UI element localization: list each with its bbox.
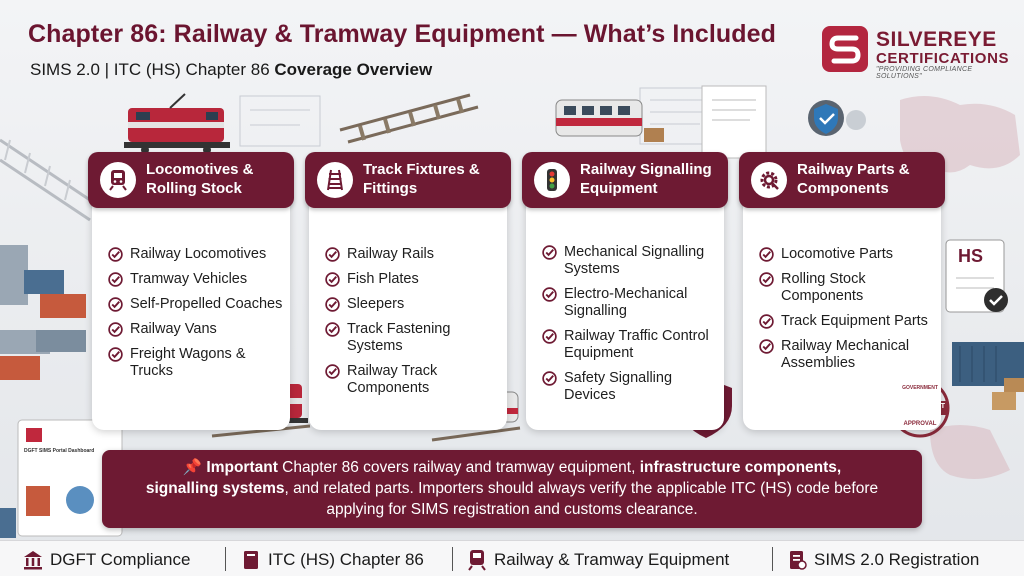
list-item: Mechanical Signalling Systems <box>542 244 718 278</box>
logo-mark-icon <box>822 26 868 72</box>
footer-separator <box>452 547 453 571</box>
check-circle-icon <box>108 297 123 312</box>
train-icon <box>100 162 136 198</box>
list-item: Railway Track Components <box>325 363 501 397</box>
check-circle-icon <box>325 247 340 262</box>
container-right-decoration <box>952 342 1024 410</box>
card-item-list: Mechanical Signalling Systems Electro-Me… <box>542 244 718 412</box>
document-icon <box>790 551 807 570</box>
logo-name: SILVEREYE <box>876 28 997 51</box>
card-track-fixtures: Track Fixtures & Fittings Railway Rails … <box>305 152 511 430</box>
stamp-mid-text: GOVERNMENT <box>894 403 946 410</box>
card-item-list: Locomotive Parts Rolling Stock Component… <box>759 246 935 380</box>
shield-gear-decoration <box>808 100 866 136</box>
card-title: Locomotives & Rolling Stock <box>146 161 254 197</box>
card-header: Locomotives & Rolling Stock <box>88 152 294 208</box>
check-circle-icon <box>108 322 123 337</box>
footer-separator <box>225 547 226 571</box>
track-illustration-top <box>339 93 479 144</box>
coach-illustration-top <box>555 99 664 142</box>
track-icon <box>317 162 353 198</box>
card-item-list: Railway Locomotives Tramway Vehicles Sel… <box>108 246 284 388</box>
certificate-document-decoration <box>701 85 767 159</box>
list-item: Rolling Stock Components <box>759 271 935 305</box>
check-circle-icon <box>325 297 340 312</box>
list-item: Freight Wagons & Trucks <box>108 346 284 380</box>
subtitle-text: SIMS 2.0 | ITC (HS) Chapter 86 <box>30 60 275 79</box>
subtitle-emphasis: Coverage Overview <box>274 60 433 79</box>
check-circle-icon <box>759 339 774 354</box>
list-item: Tramway Vehicles <box>108 271 284 288</box>
list-item: Electro-Mechanical Signalling <box>542 286 718 320</box>
check-circle-icon <box>325 272 340 287</box>
bank-icon <box>24 551 42 570</box>
check-circle-icon <box>108 347 123 362</box>
footer-bar: DGFT Compliance ITC (HS) Chapter 86 Rail… <box>0 540 1024 576</box>
list-item: Railway Rails <box>325 246 501 263</box>
check-circle-icon <box>542 287 557 302</box>
blueprint-decoration <box>239 87 721 147</box>
stamp-top-text: GOVERNMENT <box>902 385 938 391</box>
check-circle-icon <box>542 245 557 260</box>
notice-lead: Important <box>206 459 278 476</box>
page-title: Chapter 86: Railway & Tramway Equipment … <box>28 20 776 48</box>
locomotive-illustration-top <box>124 93 230 154</box>
check-circle-icon <box>759 272 774 287</box>
card-title: Railway Parts & Components <box>797 161 910 197</box>
footer-separator <box>772 547 773 571</box>
card-title: Railway Signalling Equipment <box>580 161 712 197</box>
card-item-list: Railway Rails Fish Plates Sleepers Track… <box>325 246 501 405</box>
check-circle-icon <box>759 314 774 329</box>
card-title: Track Fixtures & Fittings <box>363 161 480 197</box>
brand-logo[interactable]: SILVEREYE CERTIFICATIONS "PROVIDING COMP… <box>822 26 1012 80</box>
gear-icon <box>751 162 787 198</box>
check-circle-icon <box>759 247 774 262</box>
hs-document-label: HS <box>958 246 984 266</box>
container-stack-decoration <box>0 245 86 380</box>
important-notice-banner: 📌 Important Chapter 86 covers railway an… <box>102 450 922 528</box>
list-item: Track Fastening Systems <box>325 321 501 355</box>
list-item: Railway Mechanical Assemblies <box>759 338 935 372</box>
card-header: Track Fixtures & Fittings <box>305 152 511 208</box>
check-circle-icon <box>325 364 340 379</box>
book-icon <box>244 551 258 569</box>
card-header: Railway Parts & Components <box>739 152 945 208</box>
card-signalling: Railway Signalling Equipment Mechanical … <box>522 152 728 430</box>
list-item: Railway Locomotives <box>108 246 284 263</box>
check-circle-icon <box>542 371 557 386</box>
list-item: Track Equipment Parts <box>759 313 935 330</box>
rail-track-decoration <box>0 138 91 222</box>
check-circle-icon <box>108 247 123 262</box>
list-item: Self-Propelled Coaches <box>108 296 284 313</box>
stamp-bottom-text: APPROVAL <box>903 421 937 427</box>
card-header: Railway Signalling Equipment <box>522 152 728 208</box>
pin-icon: 📌 <box>182 459 203 476</box>
page-subtitle: SIMS 2.0 | ITC (HS) Chapter 86 Coverage … <box>30 60 432 80</box>
card-parts: Railway Parts & Components Locomotive Pa… <box>739 152 945 430</box>
logo-subname: CERTIFICATIONS <box>876 50 1010 67</box>
train-icon <box>468 550 486 571</box>
list-item: Locomotive Parts <box>759 246 935 263</box>
check-circle-icon <box>108 272 123 287</box>
dashboard-label: DGFT SIMS Portal Dashboard <box>24 448 95 454</box>
list-item: Railway Vans <box>108 321 284 338</box>
list-item: Sleepers <box>325 296 501 313</box>
list-item: Fish Plates <box>325 271 501 288</box>
list-item: Safety Signalling Devices <box>542 370 718 404</box>
list-item: Railway Traffic Control Equipment <box>542 328 718 362</box>
traffic-light-icon <box>534 162 570 198</box>
card-locomotives: Locomotives & Rolling Stock Railway Loco… <box>88 152 294 430</box>
check-circle-icon <box>325 322 340 337</box>
logo-tagline: "PROVIDING COMPLIANCE SOLUTIONS" <box>876 66 973 80</box>
check-circle-icon <box>542 329 557 344</box>
